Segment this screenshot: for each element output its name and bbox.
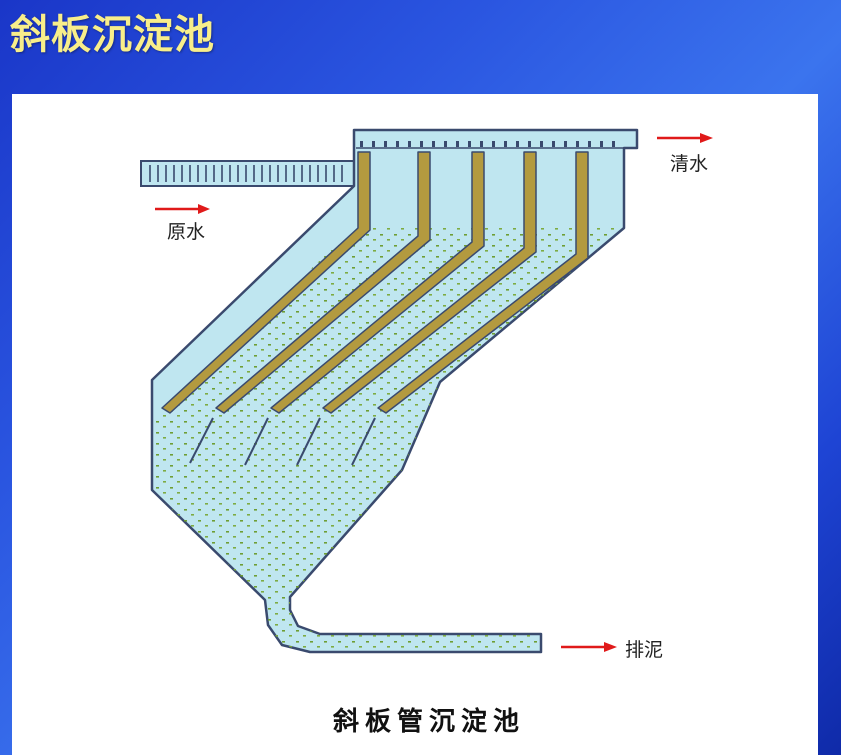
diagram-caption: 斜板管沉淀池 — [332, 706, 525, 737]
inclined-plate — [215, 151, 431, 414]
inclined-plate — [161, 151, 371, 414]
inlet-pipe — [140, 160, 355, 187]
sludge-discharge-arrow — [561, 642, 617, 652]
clear-water-arrow — [657, 133, 713, 143]
inclined-plate — [322, 151, 537, 414]
inclined-plate — [270, 151, 485, 414]
raw-water-label: 原水 — [167, 221, 205, 243]
sludge-discharge-label: 排泥 — [625, 639, 663, 661]
outlet-orifices — [360, 141, 615, 147]
plate-extensions — [189, 417, 376, 466]
inclined-plates — [161, 151, 589, 414]
inlet-pipe-hatching — [149, 165, 343, 182]
inclined-plate — [377, 151, 589, 414]
clear-water-label: 清水 — [670, 153, 708, 175]
raw-water-arrow — [155, 204, 210, 214]
slide-title: 斜板沉淀池 — [10, 12, 215, 58]
sediment-particles — [152, 228, 624, 652]
